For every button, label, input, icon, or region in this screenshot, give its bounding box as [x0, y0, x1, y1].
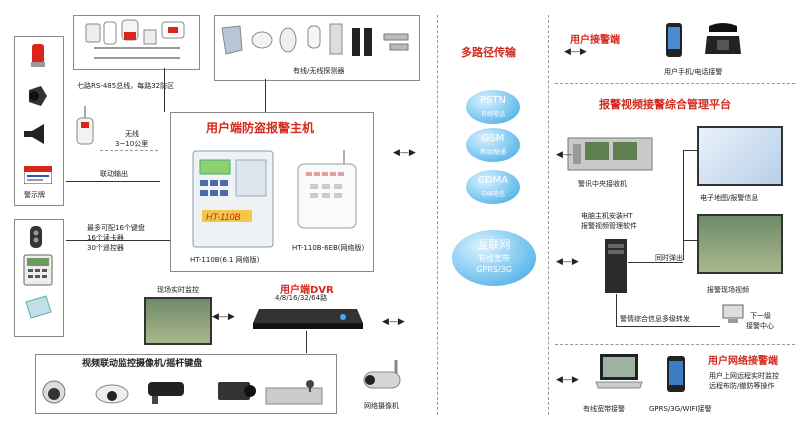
mobile-phone-icon	[665, 22, 683, 58]
wireless-link-line	[100, 150, 158, 151]
bus-label: 七路RS-485总线，每路32防区	[77, 82, 175, 90]
user-receiver-title: 用户接警端	[570, 35, 620, 46]
smartphone-label: GPRS/3G/WIFI接警	[649, 405, 712, 413]
cloud-cdma-line1: CDMA	[477, 175, 509, 186]
wireless-detector-icon	[76, 106, 94, 146]
card-reader-icon	[24, 294, 52, 320]
network-camera-label: 网络摄像机	[364, 402, 399, 410]
cloud-gsm	[466, 128, 520, 162]
host-device-1-label: HT-110B(6.1 网络版)	[190, 256, 260, 264]
cloud-pstn-line2: 有线电话	[480, 111, 505, 118]
divider-bottom-right	[555, 344, 795, 345]
host-device-2-icon	[296, 150, 358, 232]
warning-sign-icon	[23, 165, 53, 185]
user-receiver-arrow: ◀—▶	[564, 47, 587, 57]
cloud-internet-line3: GPRS/3G	[476, 265, 512, 274]
keypad-icon	[23, 254, 53, 286]
laptop-label: 有线宽带接警	[583, 405, 625, 413]
forward-label: 警情综合信息多级转发	[620, 315, 690, 323]
keypad-note-3: 30个遥控器	[87, 244, 124, 252]
software-line-2: 报警视频管理软件	[581, 222, 637, 230]
network-receiver-title: 用户网络接警端	[708, 356, 778, 367]
desk-phone-icon	[703, 22, 743, 56]
electronic-map-screen	[697, 126, 783, 186]
forward-to-sub-line	[616, 326, 720, 327]
sub-center-line-1: 下一级	[750, 312, 771, 320]
central-receiver-label: 警讯中央接收机	[578, 180, 627, 188]
live-monitor-screen	[144, 297, 212, 345]
dvr-to-camera-line	[306, 331, 307, 353]
warning-sign-label: 警示牌	[24, 191, 45, 199]
host-title: 用户端防盗报警主机	[206, 121, 315, 135]
bus-to-host-line	[164, 68, 165, 112]
network-receiver-arrow: ◀—▶	[556, 375, 579, 385]
cloud-cdma-line2: 中国电信	[480, 191, 505, 198]
electronic-map-label: 电子地图/报警信息	[700, 194, 759, 202]
cloud-gsm-line2: 移动/联通	[479, 149, 507, 156]
wireless-range: 3~10公里	[115, 140, 149, 148]
cloud-pstn-line1: PSTN	[480, 95, 506, 106]
divider-left	[437, 15, 438, 415]
host-device-2-label: HT-110B-6EB(网络版)	[292, 244, 365, 252]
central-receiver-icon	[567, 136, 653, 172]
cloud-internet	[452, 230, 536, 286]
pc-to-forward-line	[616, 294, 617, 326]
camera-box	[35, 354, 337, 414]
host-device-1-icon: HT-110B	[192, 150, 274, 250]
network-receiver-line-1: 用户上网远程实时监控	[709, 372, 779, 380]
siren-icon	[29, 42, 47, 68]
platform-title: 报警视频接警综合管理平台	[599, 98, 731, 111]
dvr-icon	[253, 305, 363, 331]
bus-detectors-icon	[80, 18, 195, 62]
smartphone-icon	[666, 355, 686, 393]
laptop-icon	[594, 352, 644, 392]
host-link-arrow: ◀—▶	[393, 148, 416, 158]
keypad-to-host-line	[66, 240, 170, 241]
dvr-channels: 4/8/16/32/64路	[275, 294, 328, 302]
detectors-to-host-line	[265, 79, 266, 112]
sync-label: 同时弹出	[655, 254, 683, 262]
dvr-right-arrow: ◀—▶	[382, 317, 405, 327]
platform-left-arrow: ◀—	[556, 150, 572, 160]
network-camera-icon	[360, 360, 406, 396]
keypad-note-1: 最多可配16个键盘	[87, 224, 145, 232]
cloud-internet-line1: 互联网	[477, 238, 511, 251]
pc-to-sync-line	[628, 262, 683, 263]
pc-to-video-line	[683, 240, 697, 241]
pc-tower-icon	[604, 238, 628, 294]
divider-right	[548, 15, 549, 415]
dvr-left-arrow: ◀—▶	[212, 312, 235, 322]
camera-row-icons	[40, 370, 332, 410]
pc-left-arrow: ◀—▶	[556, 257, 579, 267]
live-monitor-label: 现场实时监控	[157, 286, 199, 294]
alarm-horn-icon	[25, 84, 51, 108]
software-line-1: 电脑主机安装HT	[581, 212, 633, 220]
network-receiver-line-2: 远程布防/撤防等操作	[709, 382, 775, 390]
speaker-icon	[22, 122, 52, 146]
remote-control-icon	[28, 225, 44, 249]
linkage-output-line	[66, 181, 160, 182]
dvr-title: 用户端DVR	[280, 285, 334, 296]
pc-to-map-line	[683, 150, 697, 151]
sub-center-pc-icon	[722, 304, 744, 324]
detectors-label: 有线/无线探测器	[293, 67, 345, 75]
svg-text:HT-110B: HT-110B	[206, 212, 241, 222]
sub-center-line-2: 接警中心	[746, 322, 774, 330]
pc-to-screens-line	[683, 150, 684, 260]
transmission-title: 多路径传输	[461, 46, 516, 59]
keypad-note-2: 16个读卡器	[87, 234, 124, 242]
cloud-cdma	[466, 170, 520, 204]
cloud-pstn	[466, 90, 520, 124]
user-receiver-label: 用户手机/电话接警	[664, 68, 723, 76]
divider-top-right	[555, 83, 795, 84]
cloud-gsm-line1: GSM	[481, 133, 505, 144]
cloud-internet-line2: 有线宽带	[478, 254, 510, 263]
camera-title: 视频联动监控摄像机/摇杆键盘	[82, 359, 203, 369]
alarm-video-label: 报警现场视频	[707, 286, 749, 294]
alarm-video-screen	[697, 214, 783, 274]
linkage-output-label: 联动输出	[100, 170, 128, 178]
detectors-icon	[218, 20, 414, 62]
wireless-label: 无线	[125, 130, 139, 138]
